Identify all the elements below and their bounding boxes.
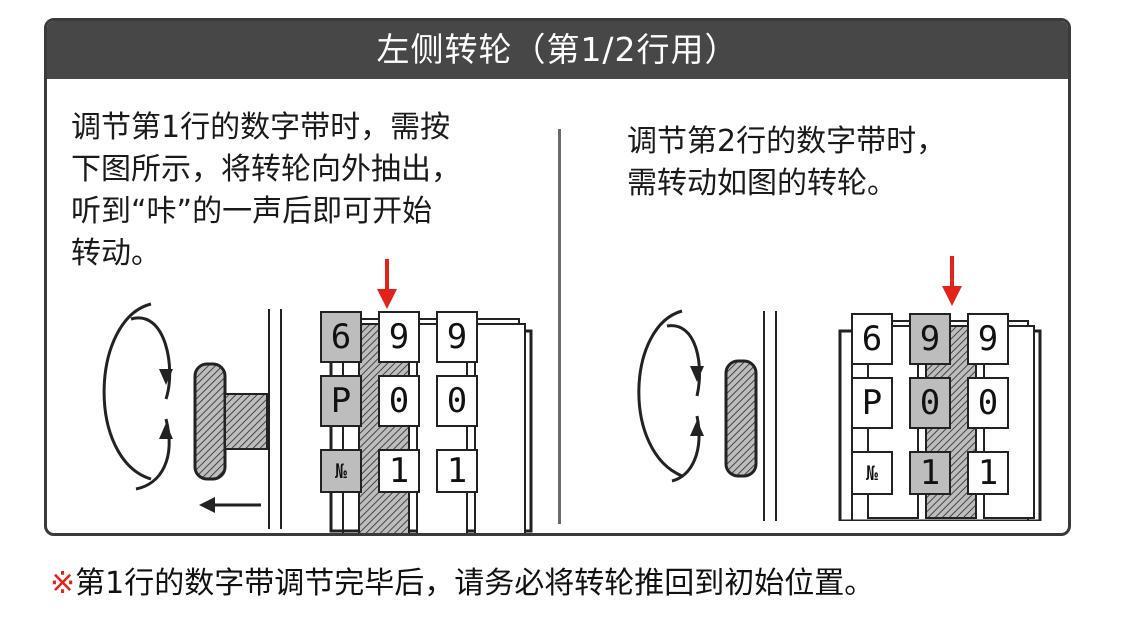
dial-digit-row1-col2: 9	[378, 311, 420, 363]
knob-icon	[724, 359, 758, 478]
red-arrow-icon	[942, 256, 962, 306]
knob-icon	[193, 362, 268, 481]
dial-digit-row1-col3: 9	[436, 311, 478, 363]
dial-digit-row3-col2: 1	[909, 451, 951, 495]
dial-digit-row2-col3: 0	[436, 375, 478, 427]
dial-digit-row3-col1: №	[851, 451, 893, 495]
right-instruction-text: 调节第2行的数字带时， 需转动如图的转轮。	[627, 124, 947, 201]
footer-note-text: 第1行的数字带调节完毕后，请务必将转轮推回到初始位置。	[75, 566, 875, 601]
left-instruction-text: 调节第1行的数字带时，需按 下图所示，将转轮向外抽出， 听到“咔”的一声后即可开…	[71, 110, 461, 271]
dial-digit-row1-col2: 9	[909, 313, 951, 365]
dial-digit-row3-col3: 1	[436, 449, 478, 493]
dial-digit-row2-col1: P	[320, 375, 362, 427]
pull-arrow-icon	[199, 497, 261, 513]
panel-title: 左侧转轮（第1/2行用）	[47, 21, 1068, 79]
note-mark: ※	[50, 566, 76, 601]
rotate-arrow-icon	[102, 302, 173, 491]
dial-digit-row3-col2: 1	[378, 449, 420, 493]
dial-digit-row3-col3: 1	[967, 451, 1009, 495]
red-arrow-icon	[377, 259, 397, 309]
rotate-arrow-icon	[637, 309, 704, 483]
dial-digit-row1-col1: 6	[320, 311, 362, 363]
dial-digit-row2-col1: P	[851, 377, 893, 429]
dial-digit-row1-col3: 9	[967, 313, 1009, 365]
dial-digit-row2-col2: 0	[378, 375, 420, 427]
footer-note: ※第1行的数字带调节完毕后，请务必将转轮推回到初始位置。	[50, 558, 874, 602]
dial-digit-row1-col1: 6	[851, 313, 893, 365]
panel-divider	[558, 129, 561, 524]
instruction-panel: 左侧转轮（第1/2行用） 调节第1行的数字带时，需按 下图所示，将转轮向外抽出，…	[44, 18, 1071, 536]
dial-digit-row3-col1: №	[320, 449, 362, 493]
dial-digit-row2-col2: 0	[909, 377, 951, 429]
dial-digit-row2-col3: 0	[967, 377, 1009, 429]
